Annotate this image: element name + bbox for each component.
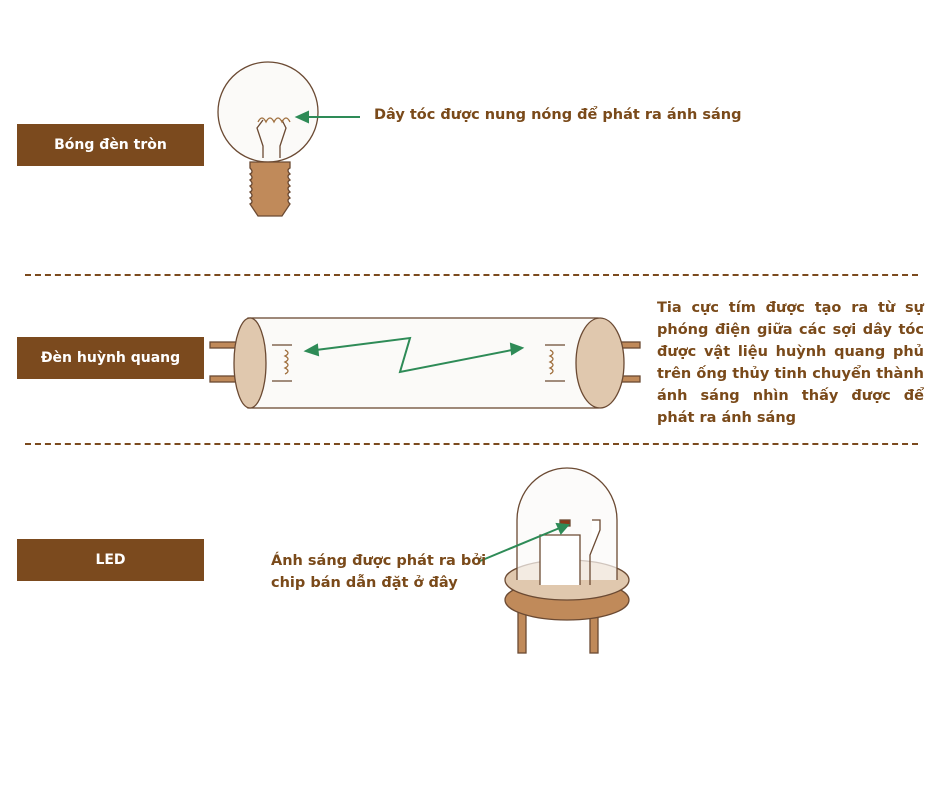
label-led: LED	[17, 539, 204, 581]
caption-incandescent: Dây tóc được nung nóng để phát ra ánh sá…	[374, 107, 742, 123]
fluorescent-tube-icon	[209, 317, 641, 409]
incandescent-bulb-icon	[217, 61, 319, 217]
caption-led: Ánh sáng được phát ra bởi chip bán dẫn đ…	[271, 553, 487, 591]
divider	[25, 274, 918, 276]
caption-fluorescent: Tia cực tím được tạo ra từ sự phóng điện…	[657, 300, 924, 426]
led-icon	[504, 467, 630, 654]
label-fluorescent: Đèn huỳnh quang	[17, 337, 204, 379]
divider	[25, 443, 918, 445]
pointer-arrows	[294, 110, 571, 562]
label-incandescent-bulb: Bóng đèn tròn	[17, 124, 204, 166]
